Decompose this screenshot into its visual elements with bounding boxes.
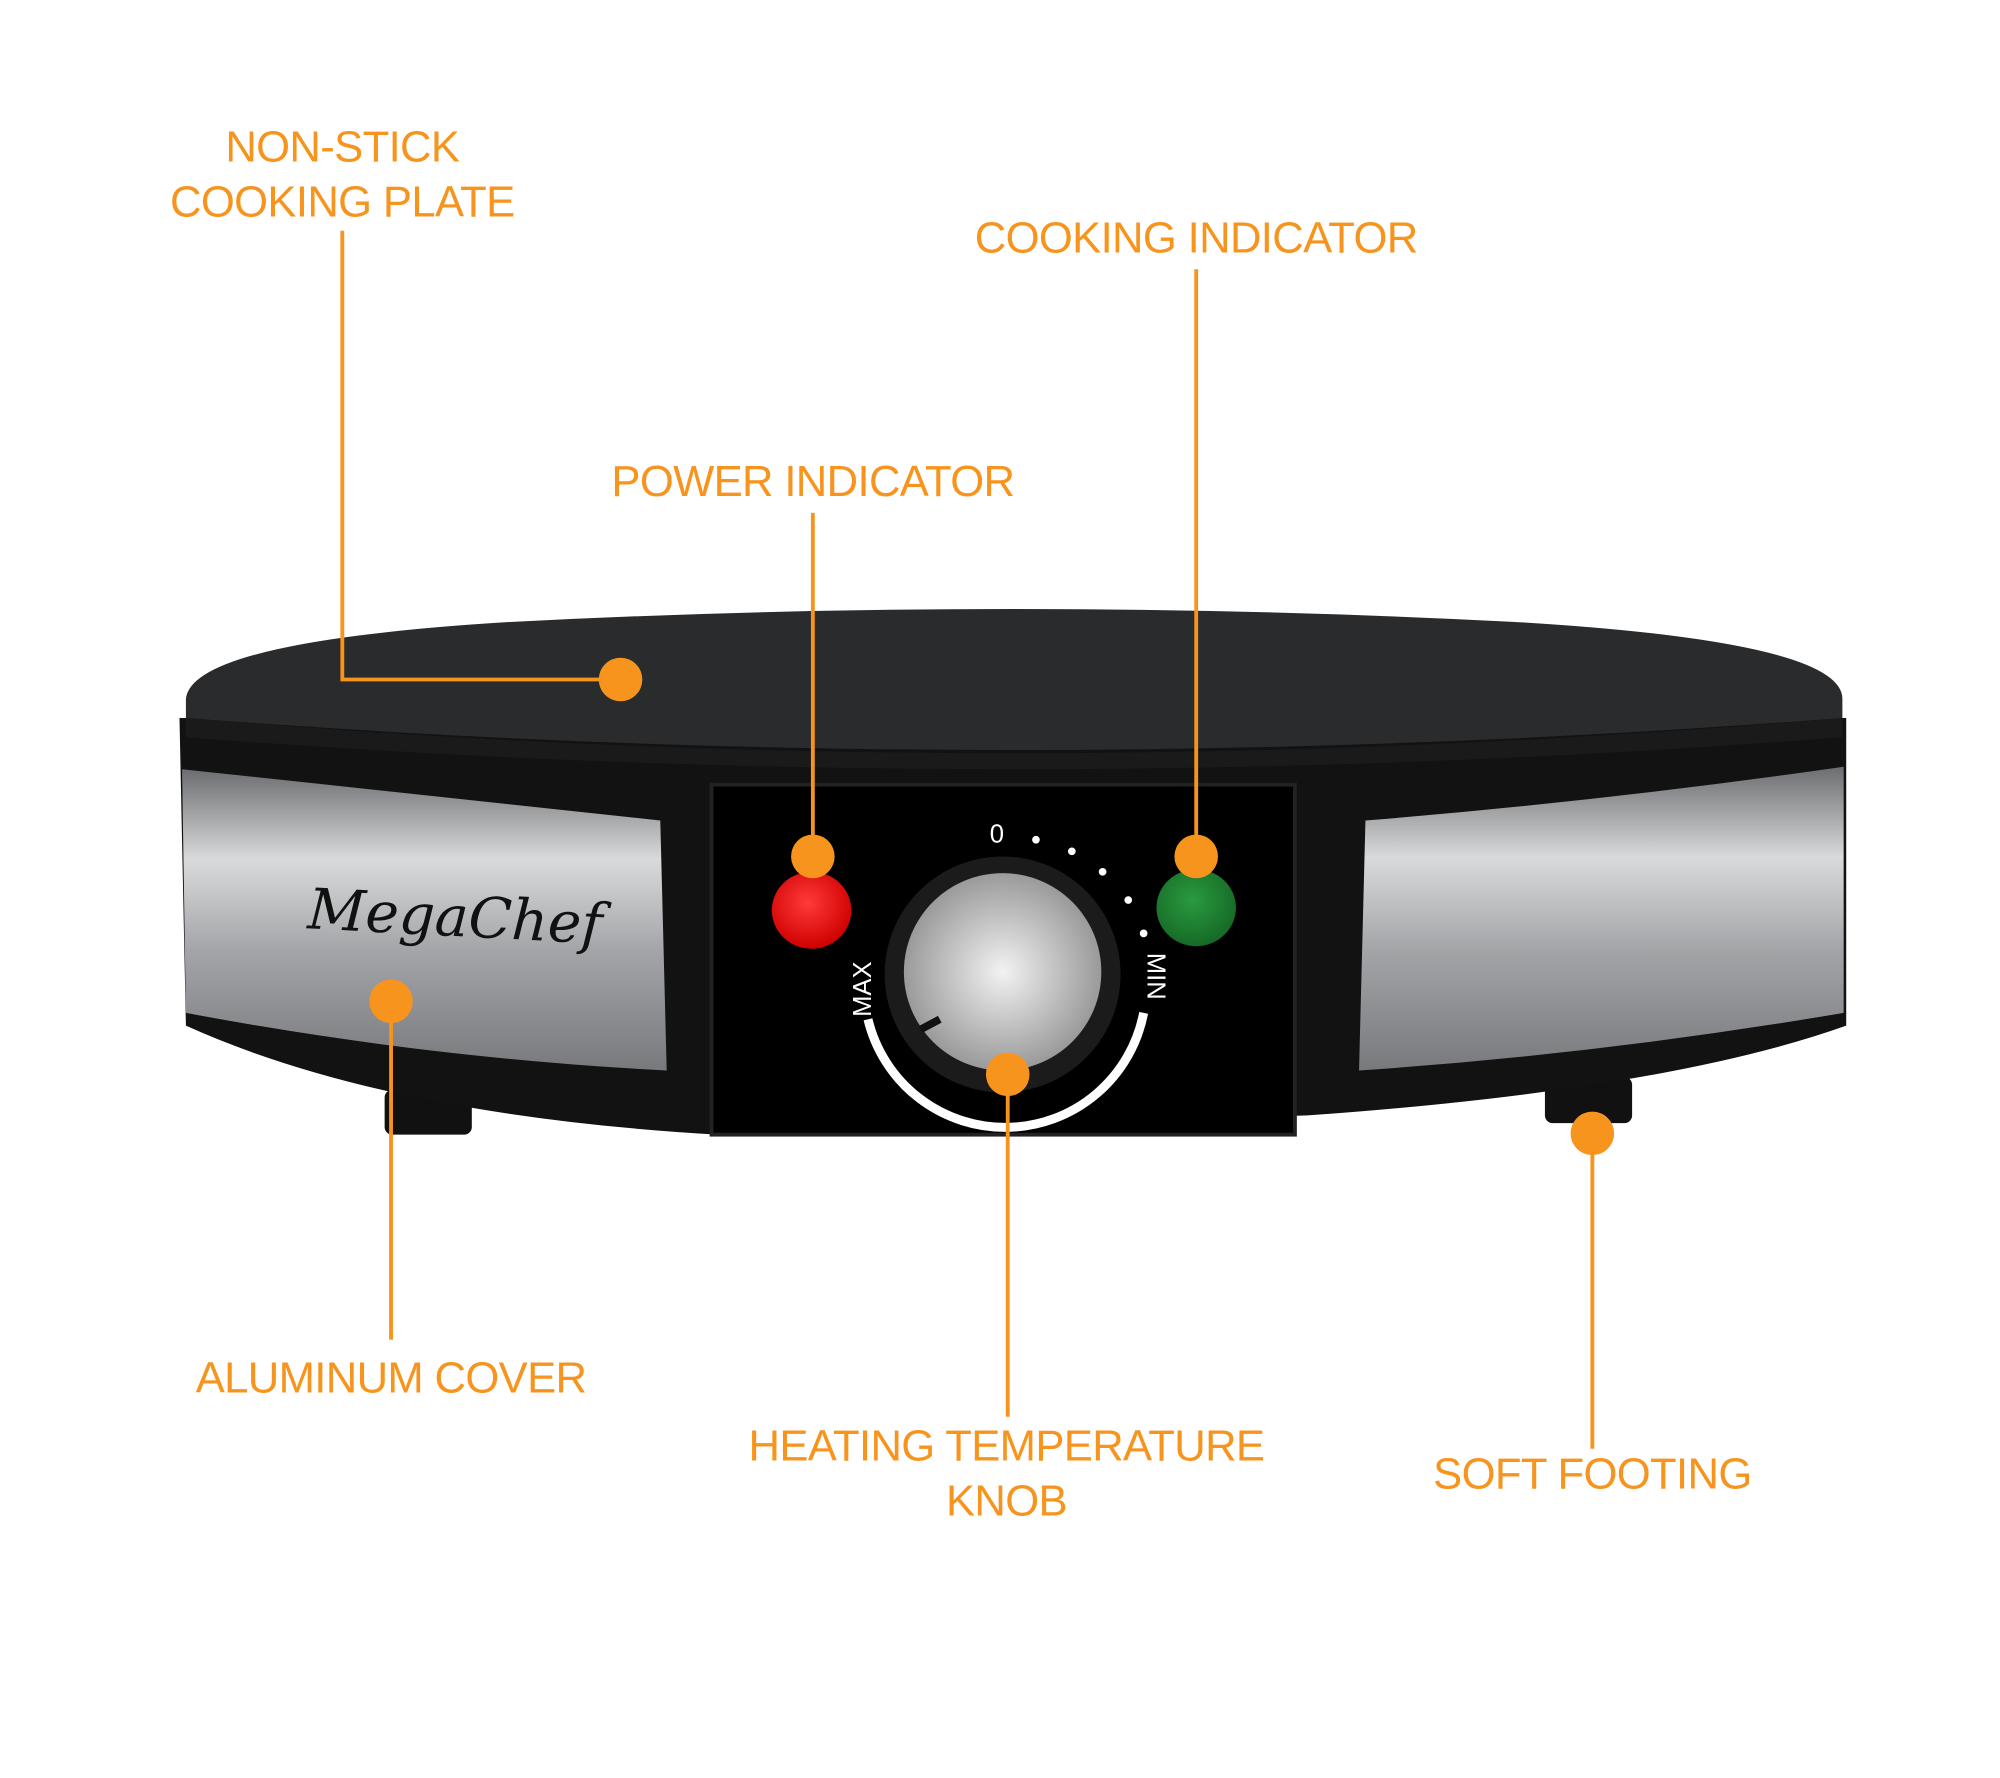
cooking-indicator-label: COOKING INDICATOR (974, 214, 1418, 263)
dial-max-label: MAX (848, 961, 878, 1017)
cooking-plate (185, 608, 1843, 751)
knob-dot (985, 1052, 1030, 1097)
aluminum-cover-label: ALUMINUM COVER (195, 1353, 587, 1403)
dial-min-label: MIN (1140, 952, 1170, 1000)
dial-zero-label: 0 (989, 820, 1005, 849)
power-indicator-light (771, 871, 852, 949)
cooking-plate-label-line2: COOKING PLATE (170, 178, 515, 227)
aluminum-cover-right (1359, 766, 1844, 1071)
temperature-knob-label-line1: HEATING TEMPERATURE (748, 1421, 1265, 1471)
power-indicator-dot (791, 834, 835, 879)
cooking-plate-label: NON-STICK COOKING PLATE (170, 121, 515, 231)
aluminum-cover-dot (369, 979, 413, 1024)
cooking-plate-dot (598, 657, 643, 702)
footing-dot (1570, 1111, 1615, 1156)
aluminum-cover-left (182, 769, 667, 1071)
soft-footing-label: SOFT FOOTING (1433, 1450, 1752, 1499)
temperature-knob-label: HEATING TEMPERATURE KNOB (749, 1419, 1265, 1529)
cooking-indicator-dot (1174, 834, 1218, 879)
temperature-knob[interactable] (903, 873, 1102, 1071)
cooking-plate-label-line1: NON-STICK (225, 123, 460, 172)
cooking-indicator-light (1156, 869, 1236, 947)
temperature-knob-label-line2: KNOB (945, 1476, 1068, 1526)
power-indicator-label: POWER INDICATOR (611, 457, 1015, 507)
cooking-plate-leader (340, 230, 621, 682)
